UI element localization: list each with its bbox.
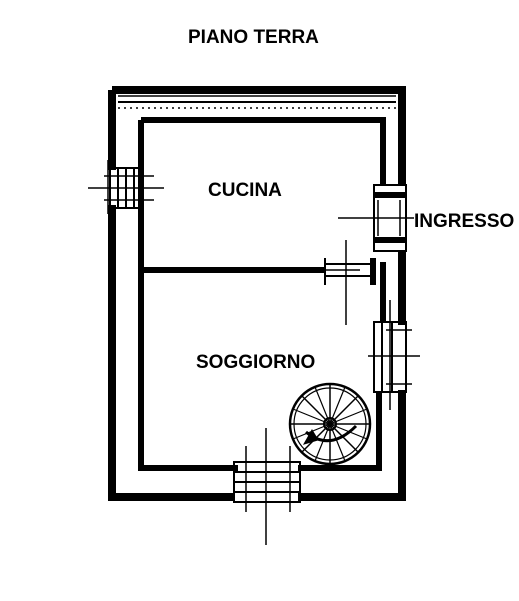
window-bottom [233,428,301,545]
room-label-ingresso: INGRESSO [414,211,515,232]
partition-door-mark [318,240,360,325]
window-left [88,160,164,214]
plan-title: PIANO TERRA [188,27,319,48]
entrance-door [338,184,414,252]
top-wall-double-line [118,95,396,109]
inner-wall [138,117,386,471]
outer-wall [108,86,406,501]
spiral-staircase [288,382,372,466]
room-label-cucina: CUCINA [208,180,282,201]
window-right [368,300,420,410]
room-label-soggiorno: SOGGIORNO [196,352,316,373]
partition-wall [141,258,376,285]
